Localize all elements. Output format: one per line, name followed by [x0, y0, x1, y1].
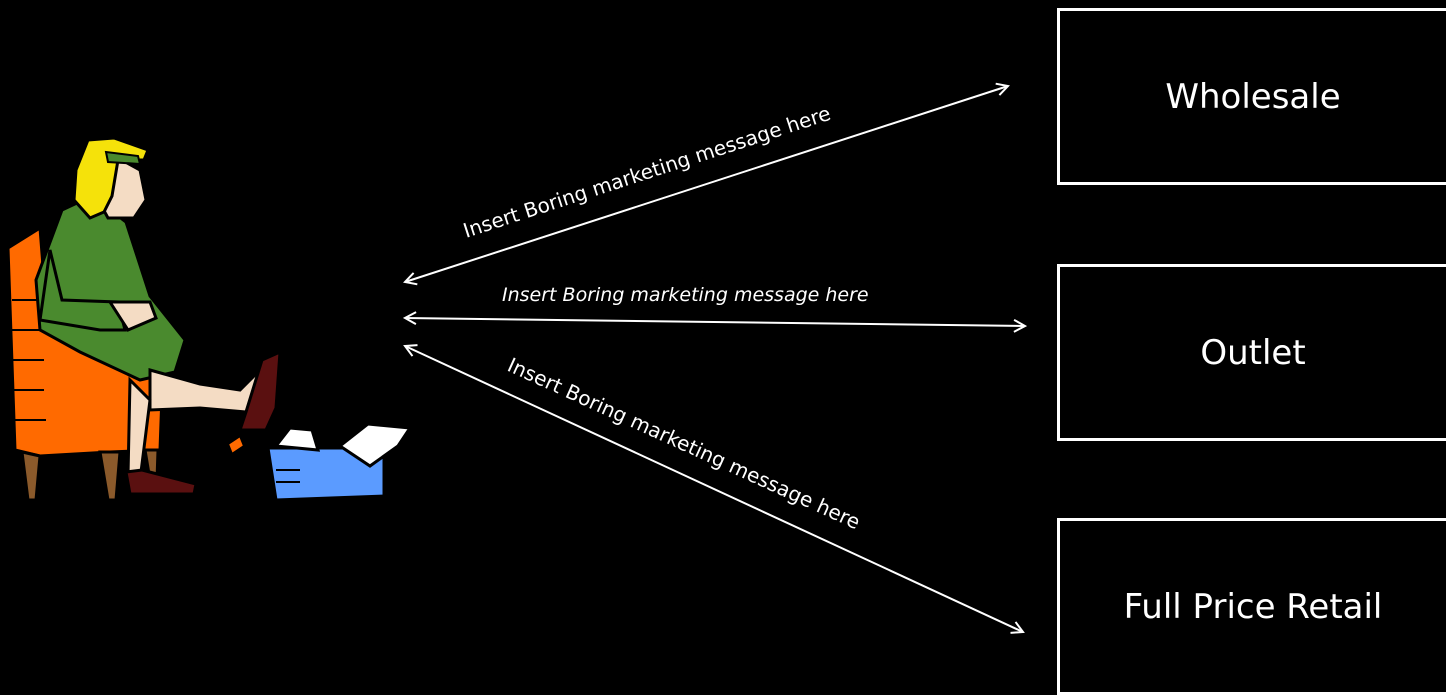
- outlet-label: Outlet: [1200, 332, 1306, 373]
- arrow-message-bottom: Insert Boring marketing message here: [504, 353, 864, 534]
- arrow-to-full-price-retail: [405, 346, 1023, 632]
- arrow-to-outlet: [405, 318, 1025, 326]
- arrow-message-top: Insert Boring marketing message here: [460, 101, 833, 243]
- full-price-retail-label: Full Price Retail: [1123, 586, 1383, 627]
- outlet-box: Outlet: [1057, 264, 1446, 441]
- woman-trying-shoes-illustration: [6, 136, 413, 502]
- full-price-retail-box: Full Price Retail: [1057, 518, 1446, 695]
- wholesale-label: Wholesale: [1165, 76, 1341, 117]
- arrow-message-middle: Insert Boring marketing message here: [502, 284, 869, 306]
- arrow-to-wholesale: [405, 86, 1008, 282]
- wholesale-box: Wholesale: [1057, 8, 1446, 185]
